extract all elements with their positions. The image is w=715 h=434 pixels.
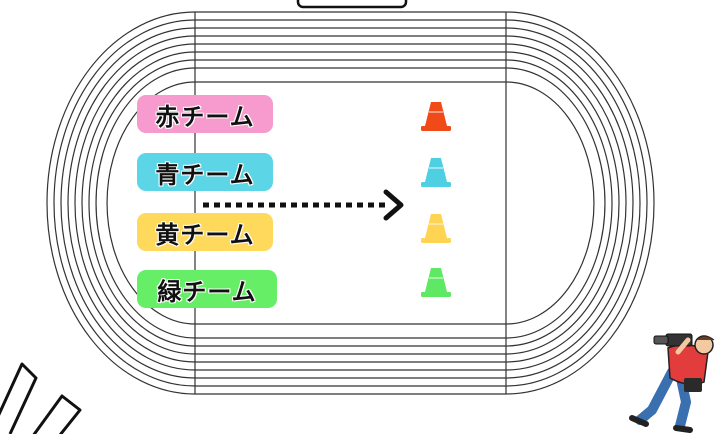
team-label: 緑チーム [137,270,277,308]
team-label: 黄チーム [137,213,273,251]
decorative-slashes [0,362,82,434]
cone-icon [421,268,451,297]
team-label: 赤チーム [137,95,273,133]
photographer-icon [629,333,715,433]
cones [421,102,451,297]
cone-icon [421,214,451,243]
cone-icon [421,102,451,131]
top-box [296,0,408,9]
arrow-head-icon [383,189,404,221]
dotted-arrow [203,189,404,221]
team-label: 青チーム [137,153,273,191]
cone-icon [421,158,451,187]
